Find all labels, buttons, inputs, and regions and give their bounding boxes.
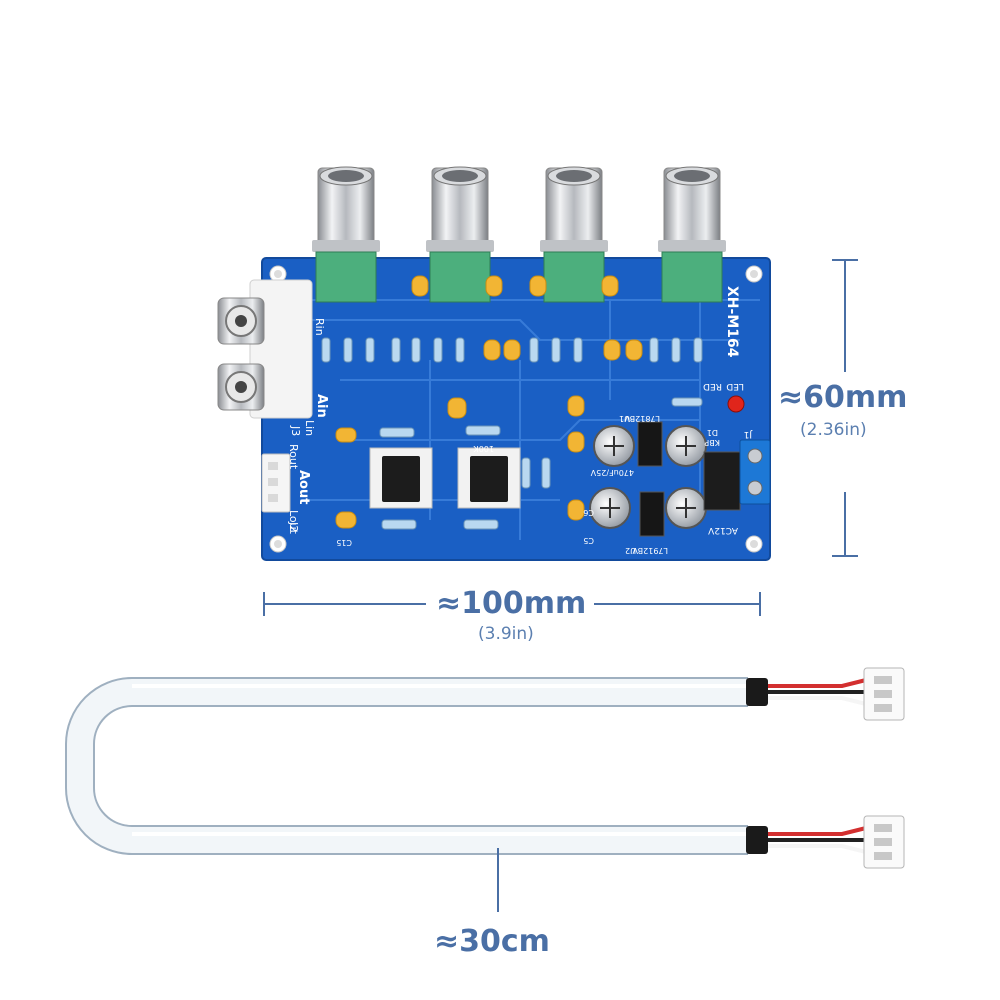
c15-label: C15 xyxy=(336,538,352,547)
u1-label: U1 xyxy=(619,414,630,423)
pcb-board: XH-M164 Rin Ain Lin J3 Rout Aout Lout J2… xyxy=(217,166,771,561)
potentiometer xyxy=(312,166,380,303)
lin-label: Lin xyxy=(303,420,316,436)
rin-label: Rin xyxy=(313,318,326,336)
aout-label: Aout xyxy=(296,470,311,504)
red-label: RED xyxy=(703,381,722,391)
model-label: XH-M164 xyxy=(724,286,740,358)
height-dimension-line xyxy=(832,259,858,557)
cap-rating-label: 470uF/25V xyxy=(590,468,634,477)
ac-label: AC12V xyxy=(707,525,738,535)
cable-connector-bottom xyxy=(863,815,905,869)
led-label: LED xyxy=(726,381,744,391)
cable-length-value: ≈30cm xyxy=(434,924,550,959)
j2-label: J2 xyxy=(287,521,300,532)
width-dimension-inches: (3.9in) xyxy=(478,624,534,644)
power-terminal-block xyxy=(739,439,771,505)
rca-input-jack-block xyxy=(217,279,313,419)
cable-connector-top xyxy=(863,667,905,721)
rout-label: Rout xyxy=(287,444,300,470)
connection-cable xyxy=(65,677,867,855)
lout-label: Lout xyxy=(287,510,300,535)
j1-label: J1 xyxy=(744,429,753,439)
mounting-hole xyxy=(269,265,763,553)
height-dimension-value: ≈60mm xyxy=(778,380,908,415)
width-dimension-value: ≈100mm xyxy=(436,586,587,621)
c5-label: C5 xyxy=(583,536,594,545)
d1-label: D1 xyxy=(707,428,718,437)
r100k-label: 100K xyxy=(473,444,494,453)
width-dimension-line xyxy=(263,592,761,616)
j3-label: J3 xyxy=(289,425,302,436)
resistor xyxy=(321,337,703,530)
kbp-label: KBP xyxy=(704,438,720,447)
ain-label: Ain xyxy=(314,394,329,418)
bridge-rectifier xyxy=(703,451,741,511)
op-amp-ic xyxy=(369,447,521,509)
potentiometer xyxy=(658,166,726,303)
ceramic-capacitor xyxy=(335,275,643,529)
potentiometer xyxy=(540,166,608,303)
electrolytic-capacitor xyxy=(589,425,707,529)
height-dimension-inches: (2.36in) xyxy=(800,420,867,440)
led-indicator xyxy=(727,395,745,413)
voltage-regulator xyxy=(637,421,665,537)
reg2-label: L7912BV xyxy=(632,546,668,555)
c6-label: C6 xyxy=(583,508,594,517)
u2-label: U2 xyxy=(625,546,636,555)
reg1-label: L7812BV xyxy=(624,414,660,423)
potentiometer xyxy=(426,166,494,303)
output-connector xyxy=(261,453,291,513)
